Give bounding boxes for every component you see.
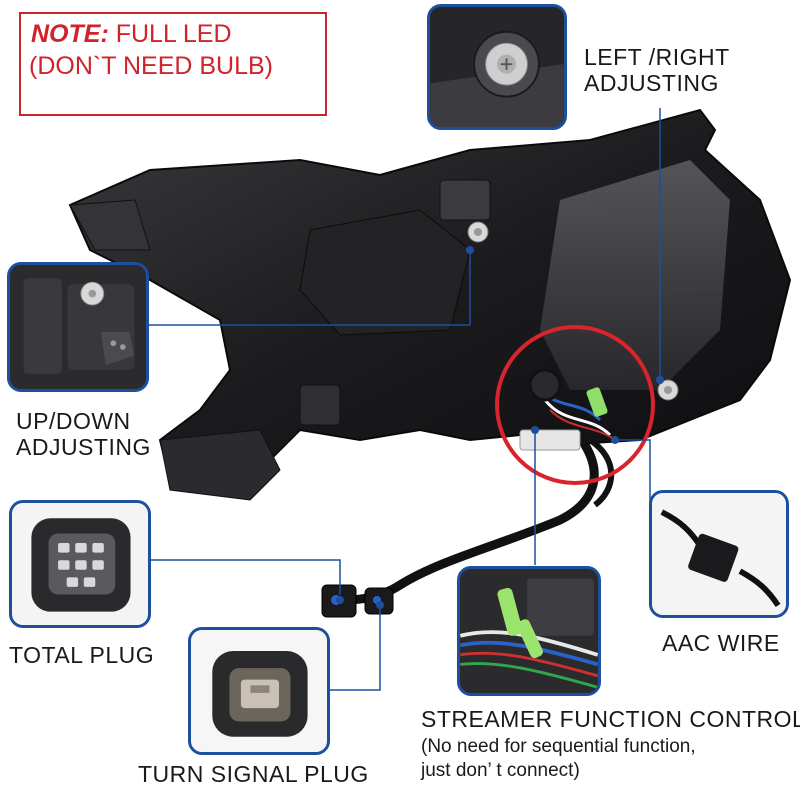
turn-signal-plug-label: TURN SIGNAL PLUG (138, 761, 369, 787)
note-prefix: NOTE: (31, 20, 109, 48)
total-plug-label: TOTAL PLUG (9, 642, 155, 668)
wire-loom-icon (460, 569, 598, 693)
left-right-adjusting-label-line2: ADJUSTING (584, 70, 719, 96)
up-down-adjusting-label-line1: UP/DOWN (16, 408, 131, 434)
adjuster-screw-icon (10, 265, 146, 389)
note-text: FULL LED (108, 20, 232, 48)
adjuster-screw-icon (430, 7, 564, 127)
inset-total-plug (9, 500, 151, 628)
note-box (19, 12, 327, 116)
inset-up-down-adjuster (7, 262, 149, 392)
inset-left-right-adjuster (427, 4, 567, 130)
inset-turn-signal-plug (188, 627, 330, 755)
up-down-adjusting-label-line2: ADJUSTING (16, 434, 151, 460)
note-line-2: (DON`T NEED BULB) (29, 52, 274, 80)
streamer-note-line1: (No need for sequential function, (421, 736, 696, 757)
streamer-function-control-label: STREAMER FUNCTION CONTROL (421, 706, 800, 732)
connector-plug-icon (191, 630, 327, 752)
left-right-adjusting-label-line1: LEFT /RIGHT (584, 44, 730, 70)
aac-wire-label: AAC WIRE (662, 630, 780, 656)
inset-aac-wire (649, 490, 789, 618)
wire-loom-icon (652, 493, 786, 615)
inset-streamer-wires (457, 566, 601, 696)
connector-plug-icon (12, 503, 148, 625)
streamer-note-line2: just don’ t connect) (421, 760, 580, 781)
note-line-1: NOTE: FULL LED (31, 20, 232, 49)
